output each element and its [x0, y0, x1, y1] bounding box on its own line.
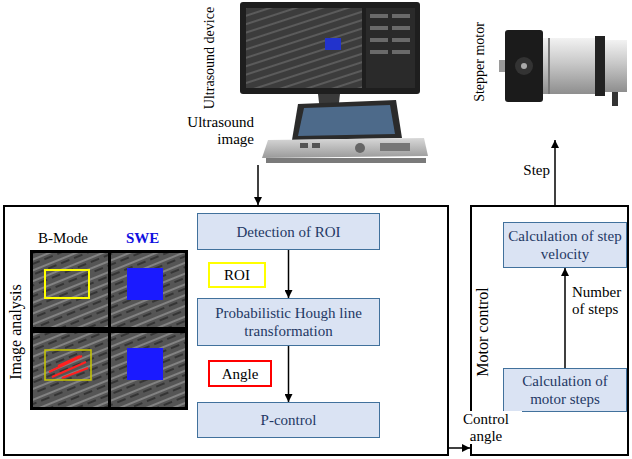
connector-arrow [564, 268, 566, 368]
image-mode-label: SWE [126, 230, 159, 247]
process-box: Detection of ROI [197, 213, 380, 250]
ultrasound-device [240, 2, 428, 163]
process-box: P-control [197, 402, 380, 438]
stepper-motor [499, 30, 627, 106]
connector-arrow [288, 346, 290, 402]
tag-text: ROI [224, 266, 250, 284]
edge-label: Step [514, 162, 550, 179]
edge-label: Number of steps [572, 284, 628, 317]
connector-arrow [257, 165, 259, 205]
connector-arrow [288, 250, 290, 298]
device-picture: Ultrasound device [232, 0, 430, 165]
process-text: Probabilistic Hough line transformation [202, 304, 375, 340]
process-box: Calculation of motor steps [503, 368, 627, 412]
motor-picture: Stepper motor [498, 2, 630, 140]
panel-title: Motor control [474, 287, 492, 376]
connector-arrow [449, 447, 470, 449]
tag-text: Angle [222, 365, 259, 383]
process-box: Calculation of step velocity [503, 222, 627, 268]
edge-label: Ultrasound image [182, 114, 254, 147]
process-text: P-control [261, 411, 317, 429]
angle-tag: Angle [208, 360, 272, 387]
motor-label: Stepper motor [472, 22, 487, 102]
panel-title: Image analysis [7, 284, 25, 380]
ultrasound-images [30, 250, 188, 410]
edge-label: Control angle [450, 411, 522, 444]
device-label: Ultrasound device [202, 7, 217, 109]
connector-arrow [554, 140, 556, 205]
process-text: Calculation of motor steps [508, 372, 622, 408]
process-box: Probabilistic Hough line transformation [197, 298, 380, 346]
process-text: Calculation of step velocity [508, 227, 622, 263]
image-mode-label: B-Mode [38, 230, 88, 247]
process-text: Detection of ROI [236, 223, 340, 241]
roi-tag: ROI [208, 262, 266, 288]
